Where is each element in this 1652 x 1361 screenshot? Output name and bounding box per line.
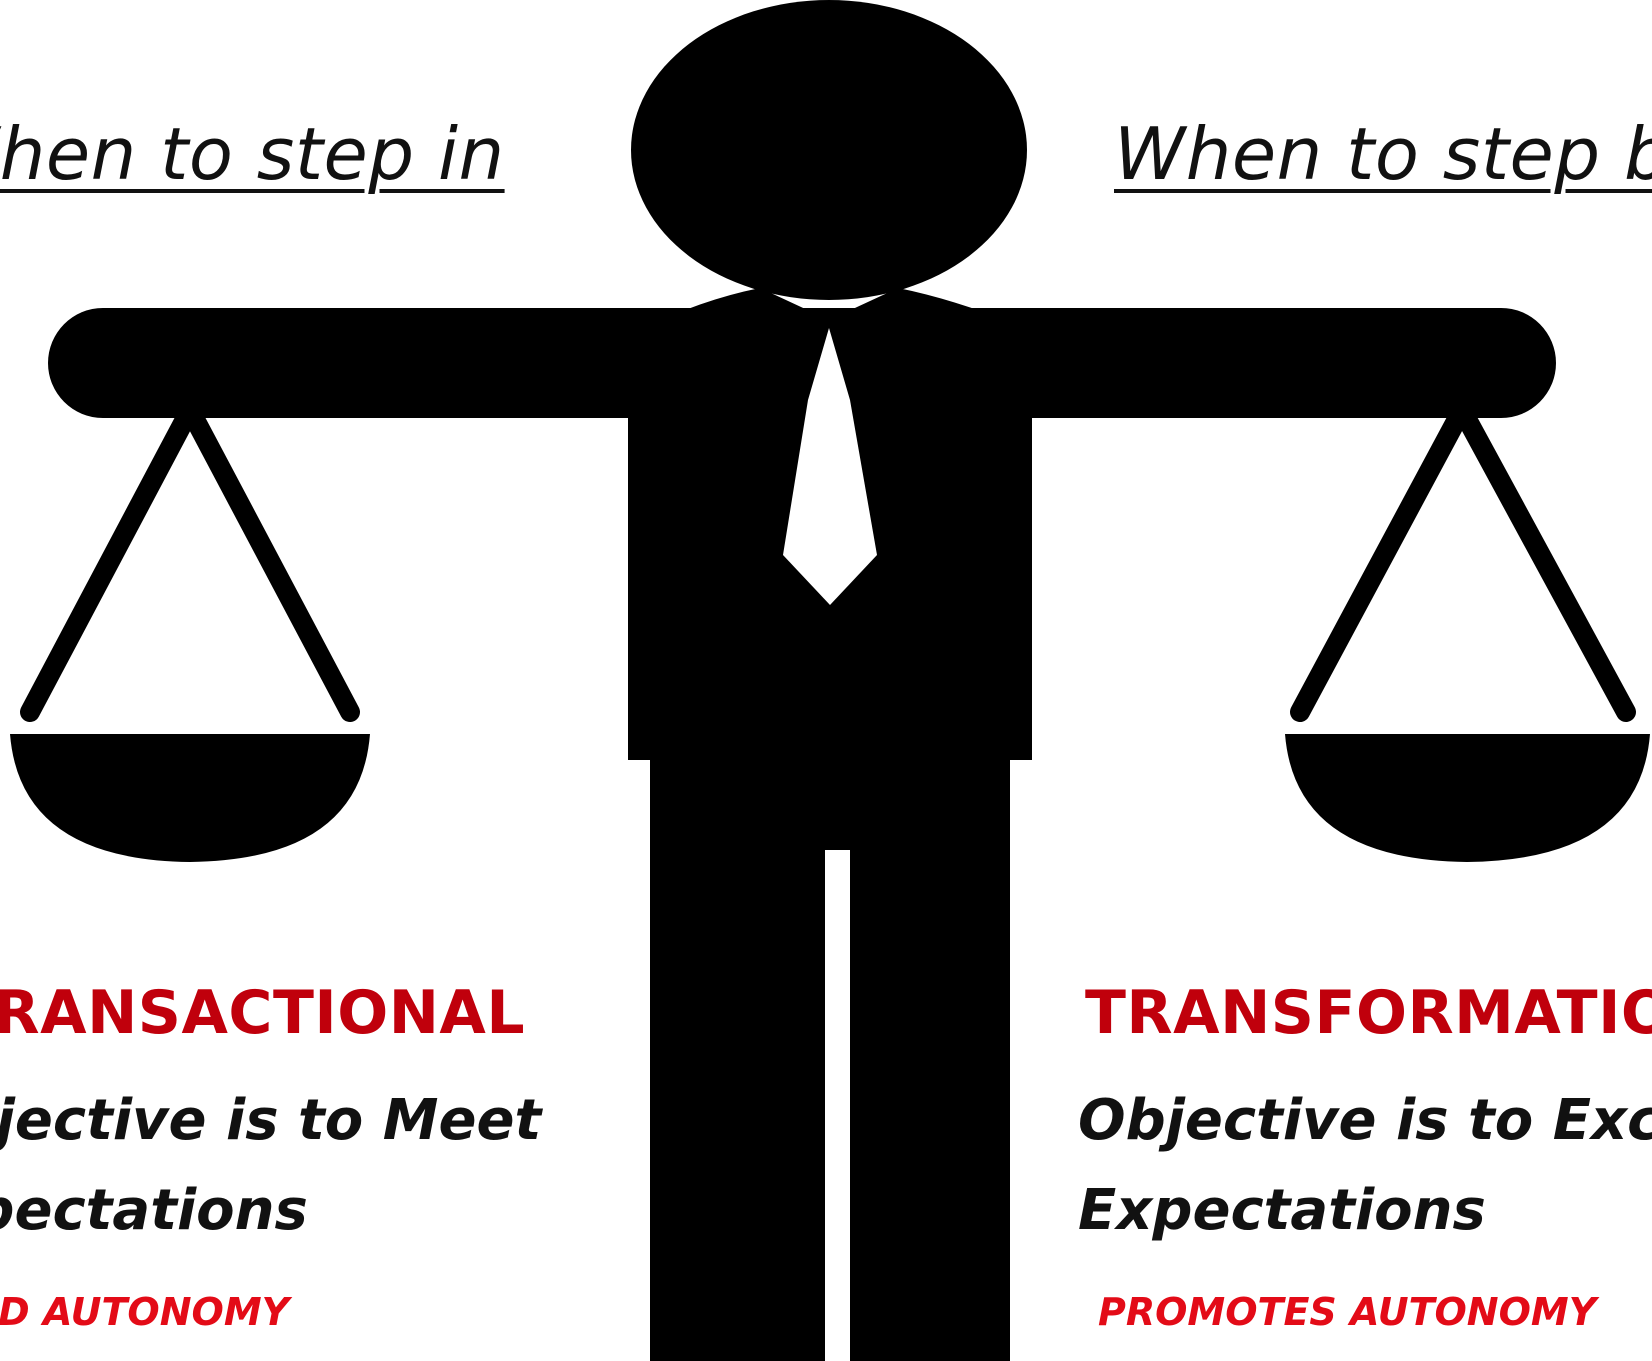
- right-objective-line1: Objective is to Exceed: [1078, 1088, 1652, 1153]
- right-heading: When to step back: [1114, 112, 1652, 196]
- right-autonomy-note: PROMOTES AUTONOMY: [1098, 1290, 1597, 1334]
- left-scale-pan: [10, 734, 370, 862]
- torso-shape: [628, 380, 1032, 1361]
- left-heading: When to step in: [0, 112, 505, 196]
- left-autonomy-note: LIMITED AUTONOMY: [0, 1290, 290, 1334]
- right-style-title: TRANSFORMATIONAL: [1085, 978, 1652, 1048]
- tie-shape: [783, 328, 877, 605]
- right-objective-line2: Expectations: [1078, 1178, 1486, 1243]
- left-style-title: TRANSACTIONAL: [0, 978, 526, 1048]
- left-objective-line1: Objective is to Meet: [0, 1088, 542, 1153]
- head-shape: [631, 0, 1027, 300]
- left-objective-line2: Expectations: [0, 1178, 308, 1243]
- right-scale-pan: [1285, 734, 1650, 862]
- right-chain-b: [1452, 400, 1636, 722]
- right-chain-a: [1290, 400, 1472, 722]
- left-chain-b: [180, 400, 360, 722]
- left-chain-a: [20, 400, 200, 722]
